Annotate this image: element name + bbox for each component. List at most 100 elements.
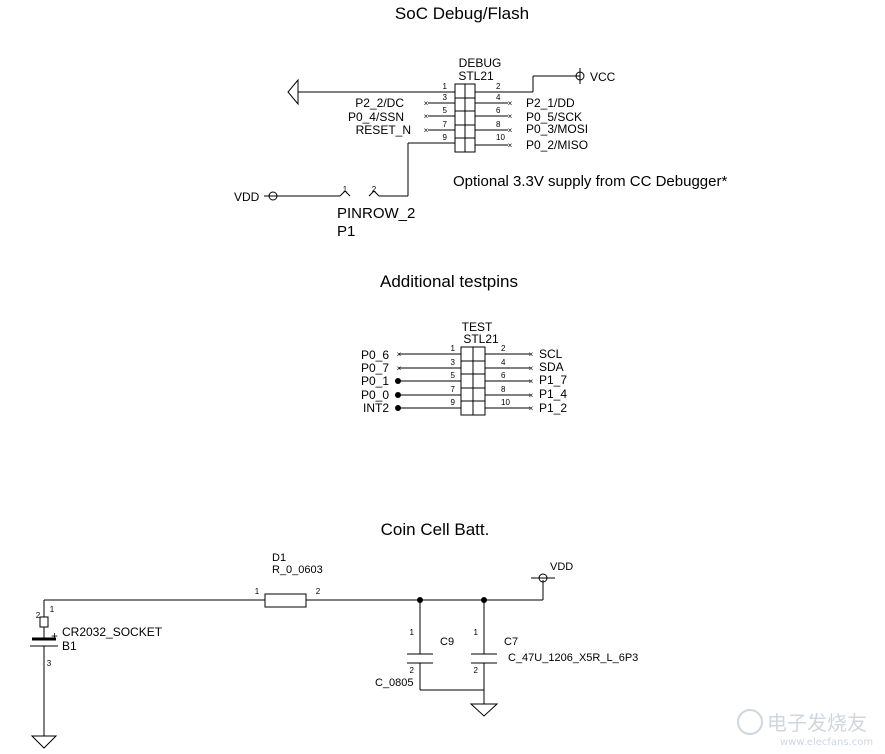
- nc-marker: ×: [529, 404, 534, 413]
- debug-pin-number: 2: [496, 82, 501, 91]
- debug-net-label: P0_2/MISO: [526, 138, 588, 152]
- p1-pin-number: 1: [343, 185, 348, 194]
- test-pin-number: 8: [501, 385, 506, 394]
- test-pin-number: 7: [451, 385, 456, 394]
- nc-marker: ×: [508, 141, 513, 150]
- test-pin-number: 9: [451, 398, 456, 407]
- testpins-section-title: Additional testpins: [380, 272, 518, 291]
- nc-marker: ×: [508, 99, 513, 108]
- cap-ground-symbol: [469, 703, 499, 717]
- debug-pin-number: 6: [496, 106, 501, 115]
- nc-marker: ×: [508, 112, 513, 121]
- battery-circuit: D1 R_0_0603 1 2 VDD C9 C_0805 1 2 C7 C_4…: [30, 552, 638, 749]
- watermark: 电子发烧友 www.elecfans.com: [737, 709, 873, 748]
- debug-ground-symbol: [287, 78, 299, 106]
- debug-net-label: P2_1/DD: [526, 96, 575, 110]
- debug-pin-number: 7: [443, 120, 448, 129]
- debug-pin-number: 3: [443, 93, 448, 102]
- c7-pin-number: 2: [474, 666, 479, 675]
- c9-value-label: C_0805: [375, 677, 414, 689]
- test-net-label: P1_7: [539, 373, 567, 387]
- test-pin-number: 10: [501, 398, 510, 407]
- debug-pin-number: 5: [443, 106, 448, 115]
- test-net-label: INT2: [363, 401, 389, 415]
- b1-plus-sign: +: [51, 629, 58, 643]
- d1-pin-number: 1: [255, 587, 260, 596]
- b1-ref-label: B1: [62, 639, 77, 653]
- test-pin-number: 4: [501, 358, 506, 367]
- nc-marker: ×: [424, 126, 429, 135]
- test-point-dot: [395, 392, 401, 398]
- test-pin-number: 6: [501, 371, 506, 380]
- debug-header-part: STL21: [458, 69, 494, 83]
- debug-pin-number: 10: [496, 133, 505, 142]
- debug-pin-number: 8: [496, 120, 501, 129]
- d1-ref-label: D1: [272, 552, 286, 564]
- battery-section-title: Coin Cell Batt.: [381, 520, 490, 539]
- nc-marker: ×: [397, 364, 402, 373]
- test-net-label: P0_1: [361, 374, 389, 388]
- test-net-label: P0_7: [361, 361, 389, 375]
- debug-header-name: DEBUG: [459, 56, 502, 70]
- debug-net-label: RESET_N: [356, 123, 411, 137]
- test-header-name: TEST: [462, 320, 493, 334]
- c7-value-label: C_47U_1206_X5R_L_6P3: [508, 652, 638, 664]
- d1-value-label: R_0_0603: [272, 564, 323, 576]
- test-net-label: P0_6: [361, 348, 389, 362]
- nc-marker: ×: [529, 364, 534, 373]
- test-net-label: SDA: [539, 360, 564, 374]
- test-net-label: SCL: [539, 347, 563, 361]
- test-pin-number: 5: [451, 371, 456, 380]
- p1-part-label: PINROW_2: [337, 205, 415, 222]
- c9-pin-number: 1: [410, 628, 415, 637]
- c9-ref-label: C9: [440, 636, 454, 648]
- debug-net-label: P0_3/MOSI: [526, 122, 588, 136]
- test-point-dot: [395, 378, 401, 384]
- b1-ground-symbol: [30, 735, 58, 749]
- test-pin-number: 1: [451, 344, 456, 353]
- debug-pin-number: 1: [443, 82, 448, 91]
- d1-resistor: [264, 593, 307, 608]
- test-pin-number: 3: [451, 358, 456, 367]
- b1-pin-number: 3: [47, 659, 52, 668]
- c9-pin-number: 2: [410, 666, 415, 675]
- p1-pin-number: 2: [372, 185, 377, 194]
- debug-net-label: P0_5/SCK: [526, 110, 582, 124]
- p1-pin-1: [339, 190, 351, 197]
- c7-ref-label: C7: [504, 636, 518, 648]
- test-header-part: STL21: [463, 332, 499, 346]
- test-net-label: P0_0: [361, 388, 389, 402]
- debug-header: DEBUG STL21 × × × × × × ×: [287, 56, 616, 153]
- debug-net-label: VCC: [590, 70, 616, 84]
- watermark-brand: 电子发烧友: [767, 711, 867, 735]
- watermark-url: www.elecfans.com: [780, 737, 873, 748]
- nc-marker: ×: [424, 112, 429, 121]
- nc-marker: ×: [529, 377, 534, 386]
- watermark-logo-icon: [737, 709, 763, 735]
- p1-pin-2: [368, 190, 380, 197]
- debug-section-title: SoC Debug/Flash: [395, 4, 529, 23]
- debug-pin-number: 9: [443, 133, 448, 142]
- debug-net-label: P0_4/SSN: [348, 110, 404, 124]
- test-pin-number: 2: [501, 344, 506, 353]
- debug-net-label: P2_2/DC: [355, 96, 404, 110]
- nc-marker: ×: [508, 126, 513, 135]
- test-header: TEST STL21 × × × × × × × 1 3 5: [361, 320, 567, 416]
- nc-marker: ×: [529, 350, 534, 359]
- nc-marker: ×: [529, 391, 534, 400]
- b1-terminal: [39, 616, 49, 628]
- p1-ref-label: P1: [337, 223, 355, 240]
- d1-pin-number: 2: [316, 587, 321, 596]
- b1-pin-number: 2: [36, 611, 41, 620]
- b1-pin-number: 1: [50, 605, 55, 614]
- p1-pinrow: VDD 1 2 PINROW_2 P1: [234, 143, 415, 240]
- test-net-label: P1_2: [539, 401, 567, 415]
- c7-pin-number: 1: [474, 628, 479, 637]
- debug-pin-number: 4: [496, 93, 501, 102]
- nc-marker: ×: [424, 99, 429, 108]
- test-point-dot: [395, 405, 401, 411]
- battery-vdd-label: VDD: [550, 561, 573, 573]
- b1-part-label: CR2032_SOCKET: [62, 625, 163, 639]
